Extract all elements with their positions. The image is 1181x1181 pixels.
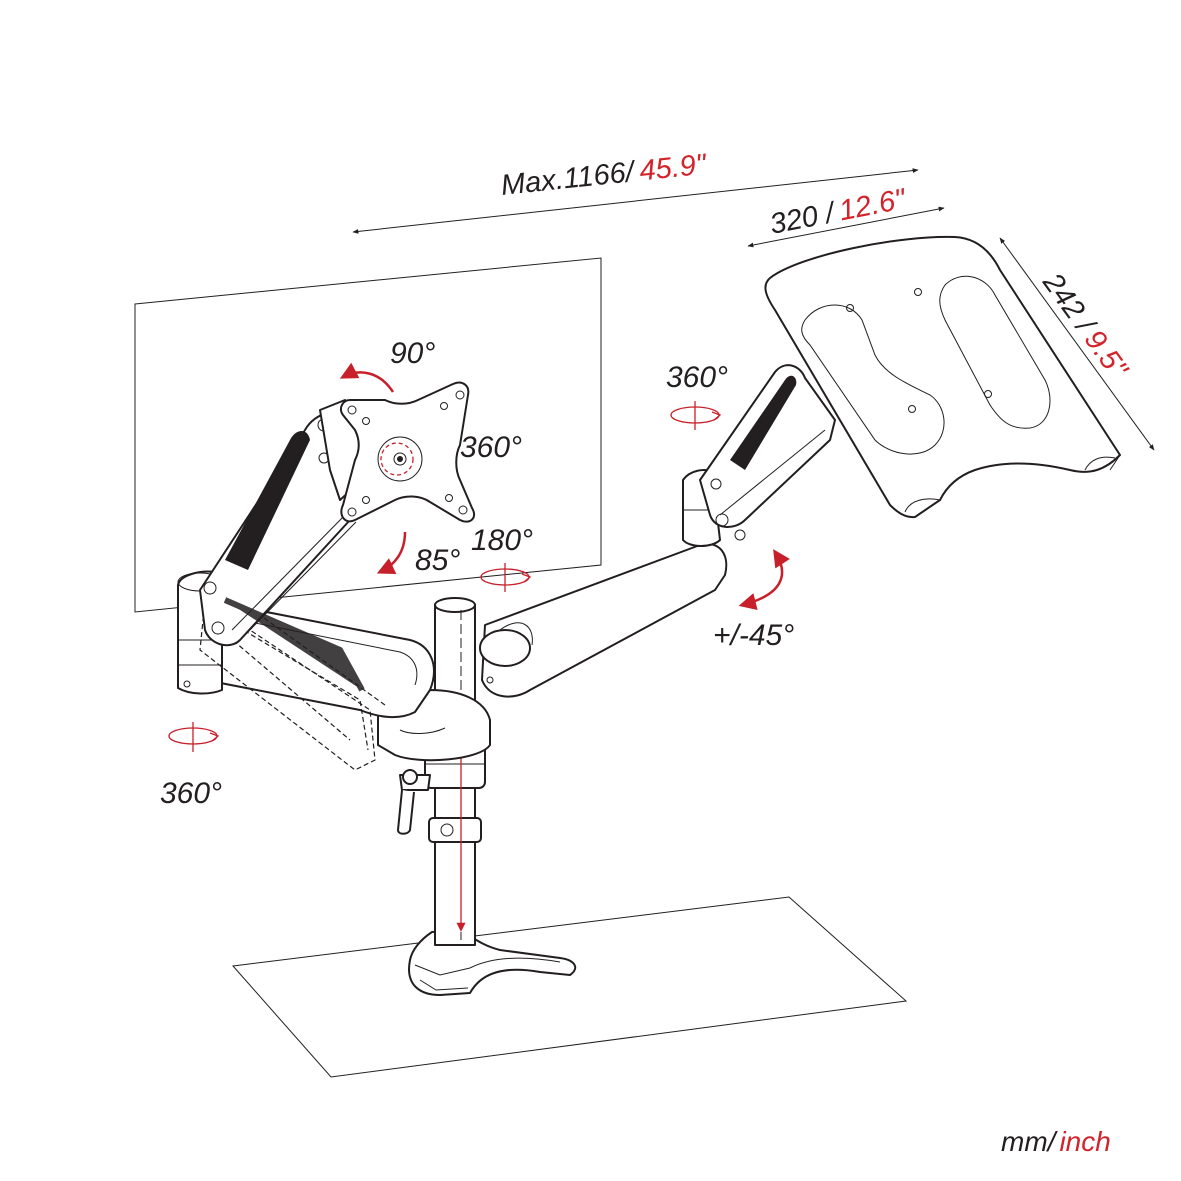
tilt-down-arrow [376,531,407,575]
tray-width-label: 320 /12.6" [767,183,909,241]
center-pole [424,597,486,946]
swivel-arm-label: 180° [471,524,533,557]
swivel-tray-label: 360° [666,361,728,394]
monitor-outline [134,257,602,613]
tray-depth-dimension-line [999,237,1155,451]
max-reach-dimension-line [352,168,919,234]
right-gas-spring-arm [699,364,836,541]
tray-tilt-label: +/-45° [713,619,794,652]
tray-tilt-arrow [738,549,790,611]
swivel-base-arrow [168,722,220,752]
tray-width-dimension-line [747,206,945,248]
swivel-tray-arrow [670,401,722,430]
plate-rotation-label: 360° [460,431,522,464]
tilt-down-label: 85° [415,544,460,577]
plate-rotation-arrow [380,442,414,476]
desk-surface [231,896,908,1078]
laptop-tray [764,235,1121,519]
locking-lever [397,769,431,835]
swivel-arm-arrow [480,563,532,592]
right-lower-arm [479,543,728,698]
tilt-up-label: 90° [390,337,435,370]
units-legend: mm/inch [1001,1126,1111,1157]
max-reach-label: Max.1166/45.9" [499,148,709,202]
swivel-base-label: 360° [160,777,222,810]
pole-clamp-collar [428,817,482,843]
vesa-plate [340,381,476,523]
tilt-up-arrow [339,362,395,393]
desk-base [408,929,577,996]
